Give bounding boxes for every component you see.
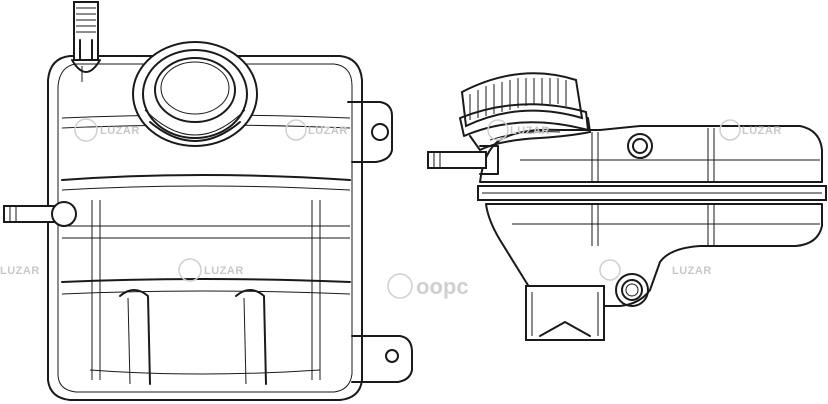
side-outlet	[3, 201, 77, 227]
rib-lower-2	[61, 290, 351, 295]
top-port	[627, 133, 653, 159]
tank-body-outline	[47, 55, 363, 401]
tank-body-inner	[57, 63, 353, 393]
watermark-logo-right-1: LUZAR	[487, 119, 550, 141]
watermark-logo-right-4: LUZAR	[285, 119, 348, 141]
watermark-logo-right-3: LUZAR	[599, 259, 712, 281]
side-body-lower	[485, 203, 823, 307]
mounting-tab-top	[347, 101, 393, 163]
rib-lower	[61, 278, 351, 283]
svg-text:LUZAR: LUZAR	[204, 265, 244, 277]
rib-middle-2	[61, 185, 351, 191]
filler-cap	[459, 72, 589, 137]
filler-neck	[132, 41, 258, 147]
watermark-logo-right-2: LUZAR	[719, 119, 782, 141]
side-panel-2	[707, 128, 715, 182]
side-panel-4	[707, 204, 715, 246]
svg-text:LUZAR: LUZAR	[510, 125, 550, 137]
groove-2	[235, 289, 267, 385]
watermark-logo-left-3: LUZAR	[0, 265, 40, 277]
brand-watermark: оорс	[387, 273, 469, 299]
side-panel-3	[591, 204, 599, 246]
svg-text:LUZAR: LUZAR	[0, 265, 40, 277]
groove-bottom	[89, 369, 321, 375]
mounting-hole-top	[371, 123, 389, 141]
vent-hose	[71, 1, 101, 82]
watermark-logo-left-1: LUZAR	[74, 118, 140, 142]
side-nipple	[427, 145, 499, 175]
mounting-hole-bottom	[385, 349, 399, 363]
svg-text:LUZAR: LUZAR	[742, 125, 782, 137]
groove-1b	[127, 297, 131, 385]
bottom-port	[615, 273, 649, 307]
groove-2b	[243, 297, 247, 385]
side-panel-1	[591, 132, 599, 182]
tank-side-view: LUZAR LUZAR LUZAR LUZAR	[285, 72, 827, 341]
rib-middle	[61, 174, 351, 181]
bracket-notch	[539, 321, 591, 337]
svg-text:LUZAR: LUZAR	[308, 125, 348, 137]
tank-front-view: LUZAR LUZAR LUZAR	[0, 1, 413, 401]
groove-1	[119, 289, 151, 385]
mounting-tab-bottom	[351, 335, 413, 383]
side-body-upper	[479, 125, 823, 183]
svg-text:оорс: оорс	[416, 274, 469, 299]
lower-bracket	[525, 285, 605, 341]
svg-text:LUZAR: LUZAR	[100, 125, 140, 137]
watermark-logo-left-2: LUZAR	[178, 258, 244, 282]
svg-text:LUZAR: LUZAR	[672, 265, 712, 277]
